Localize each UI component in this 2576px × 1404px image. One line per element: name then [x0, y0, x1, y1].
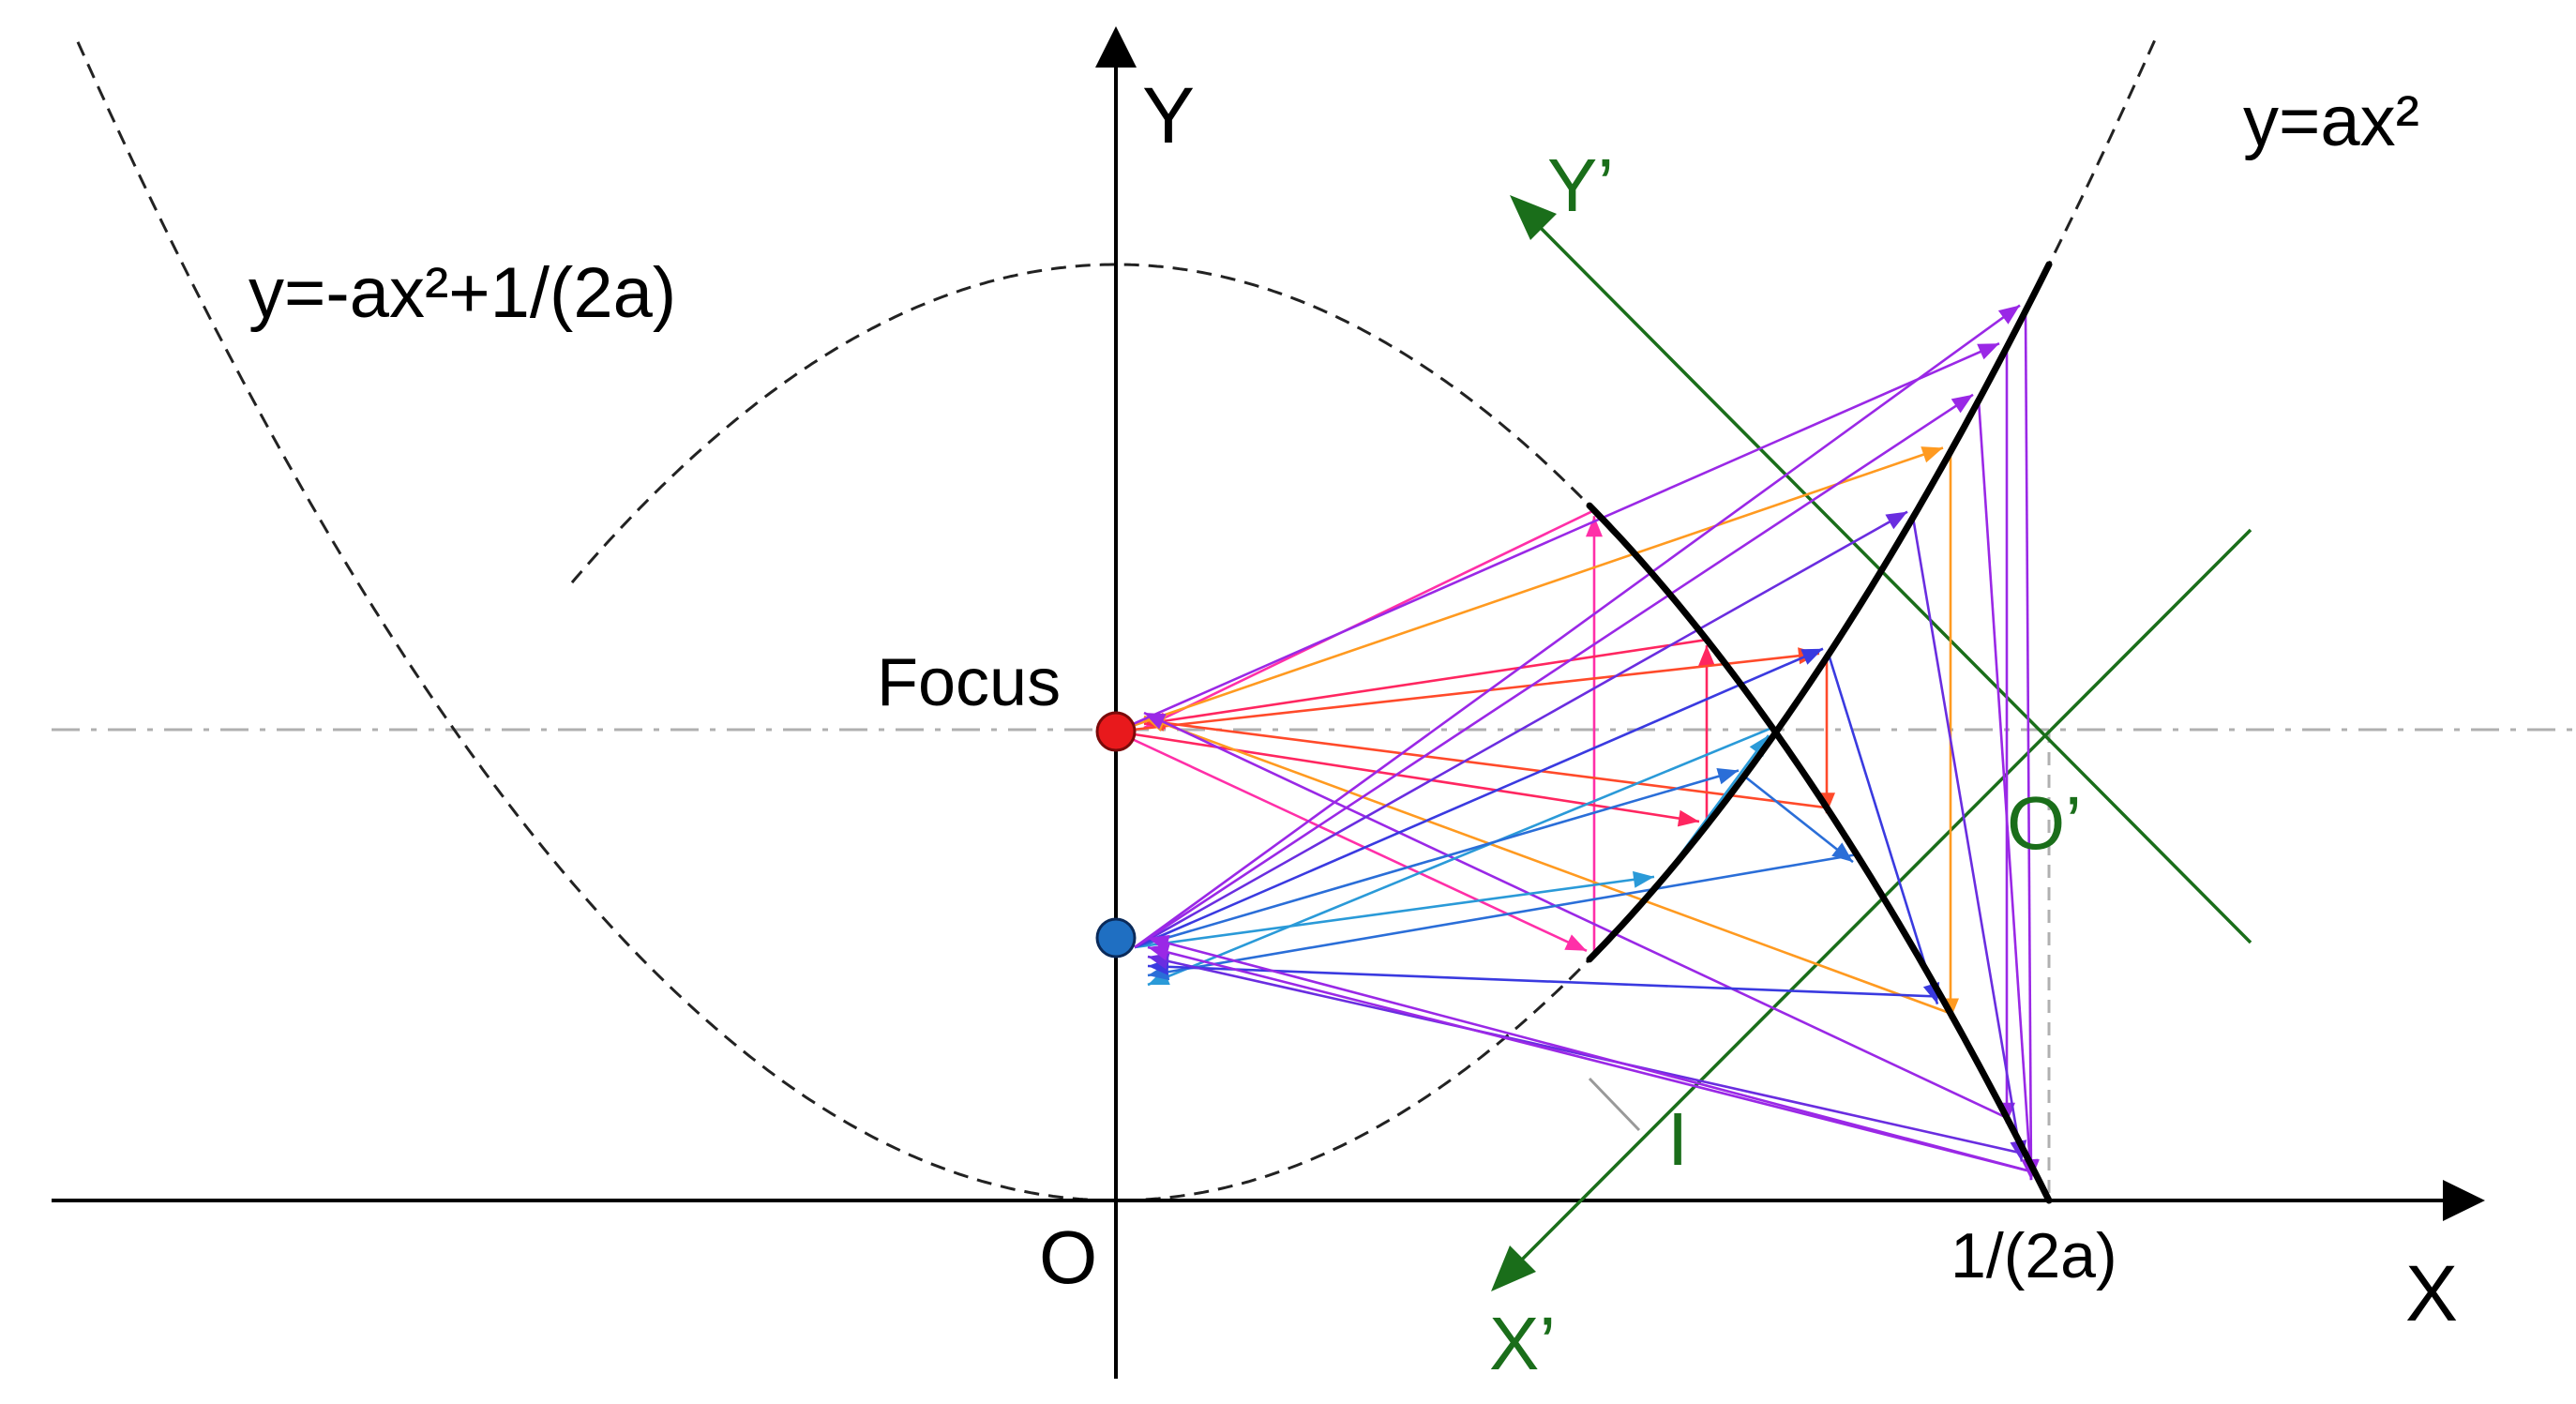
ray-blue-to-lower-5-arrowhead: [1997, 305, 2020, 325]
ray-diagonal-2: [1827, 654, 1939, 1005]
ray-blue-to-lower-5: [1134, 304, 2021, 949]
point-i-label: I: [1667, 1097, 1688, 1181]
x-prime-arrowhead: [1491, 1245, 1536, 1291]
ray-upper-to-blue-2: [1147, 964, 1942, 998]
curve-upper-label: y=ax²: [2243, 82, 2419, 161]
x-prime-label: X’: [1489, 1302, 1556, 1385]
y-prime-arrowhead: [1510, 195, 1557, 240]
ray-blue-to-lower-2: [1134, 647, 1824, 949]
focus-label: Focus: [877, 645, 1061, 720]
ray-upper-to-focus-3: [1143, 715, 1951, 1015]
y-prime-label: Y’: [1547, 143, 1614, 227]
ray-blue-to-lower-3: [1134, 510, 1908, 949]
ray-focus-to-lower-2: [1115, 652, 1820, 733]
ray-vertical-1-arrowhead: [1698, 645, 1715, 667]
ray-blue-to-lower-0: [1134, 875, 1655, 949]
ray-blue-to-lower-4: [1134, 393, 1974, 949]
ray-diagonal-3: [1911, 517, 2024, 1162]
ray-upper-to-focus-4-arrowhead: [1144, 713, 1167, 730]
origin-label: O: [1039, 1215, 1097, 1299]
ray-upper-to-blue-0: [1147, 726, 1773, 987]
ray-blue-to-lower-1-arrowhead: [1716, 768, 1739, 785]
parabola-upper-dashed: [76, 37, 2158, 1202]
ray-upper-to-blue-4: [1147, 945, 2036, 1174]
ray-upper-to-focus-1: [1143, 638, 1708, 726]
ray-focus-to-lower-4: [1115, 342, 2000, 733]
ray-blue-to-lower-1: [1134, 769, 1740, 949]
ray-upper-to-blue-3: [1147, 955, 2026, 1155]
ray-focus-to-lower-1-arrowhead: [1677, 809, 1699, 827]
focus-point: [1095, 711, 1137, 752]
y-axis-label: Y: [1142, 71, 1195, 159]
x-axis-label: X: [2405, 1249, 2458, 1337]
ray-blue-to-lower-3-arrowhead: [1885, 511, 1907, 530]
tick-x-label: 1/(2a): [1951, 1220, 2117, 1291]
ray-focus-to-lower-3: [1115, 446, 1944, 733]
ray-blue-to-lower-0-arrowhead: [1633, 870, 1654, 888]
y-axis-arrowhead: [1095, 26, 1137, 68]
parabola-lower-dashed: [570, 263, 2052, 1203]
reflector-arc-lower: [1586, 261, 2053, 963]
ray-upper-to-focus-4: [1143, 711, 2008, 1119]
ray-upper-to-focus-2: [1143, 718, 1828, 809]
ray-blue-to-lower-4-arrowhead: [1951, 394, 1973, 414]
ray-focus-to-lower-4-arrowhead: [1977, 343, 1999, 360]
ray-diagonal-4: [1977, 400, 2033, 1181]
x-axis-arrowhead: [2443, 1180, 2485, 1221]
ray-diagonal-1: [1743, 775, 1854, 864]
ray-focus-to-lower-3-arrowhead: [1921, 446, 1943, 463]
reflector-arc-upper: [1586, 502, 2053, 1204]
y-prime-axis: [1527, 214, 2252, 944]
ray-upper-to-blue-5-arrowhead: [1148, 934, 1170, 952]
reflection-rays: [1115, 304, 2040, 1181]
ray-blue-to-lower-2-arrowhead: [1800, 648, 1823, 665]
second-point: [1095, 917, 1137, 959]
ray-upper-to-blue-5: [1147, 936, 2036, 1174]
ray-vertical-0-arrowhead: [1586, 516, 1603, 537]
segment-to-i: [1588, 1077, 1641, 1132]
ray-focus-to-lower-0-arrowhead: [1564, 934, 1587, 951]
ray-upper-to-blue-1: [1147, 853, 1858, 977]
x-prime-axis: [1506, 528, 2252, 1276]
o-prime-label: O’: [2007, 781, 2082, 865]
ray-diagonal-5: [2024, 310, 2033, 1181]
curve-lower-label: y=-ax²+1/(2a): [249, 253, 676, 333]
